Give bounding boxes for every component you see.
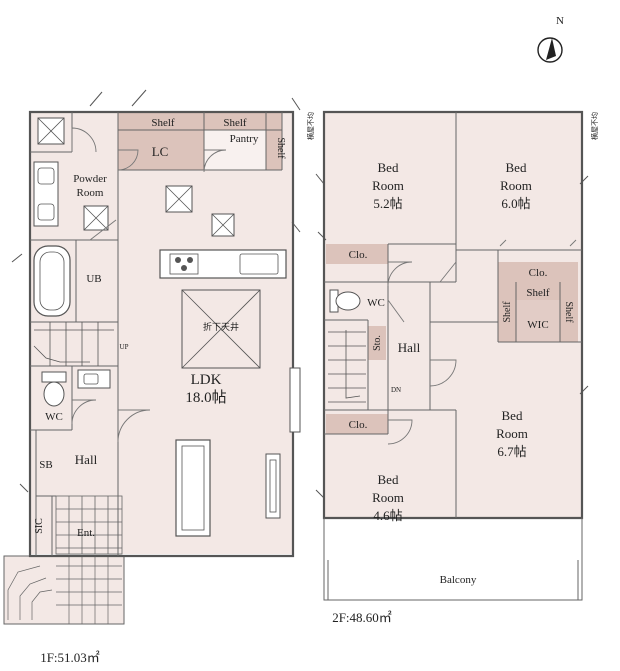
toilet-2f-icon xyxy=(329,289,361,313)
ldk-size-label: 18.0帖 xyxy=(185,389,226,406)
sofa-icon xyxy=(175,439,211,537)
ent-label: Ent. xyxy=(77,527,95,539)
wc2-label: WC xyxy=(367,297,385,309)
bed4-size-label: 4.6帖 xyxy=(373,508,402,523)
hall1-label: Hall xyxy=(75,452,98,467)
lowered-ceiling xyxy=(181,289,261,369)
bed1-room-label: Room xyxy=(372,178,404,193)
floor2-plan: 横屋不均 横屋不均 Bed Room 5.2帖 Bed Room 6.0帖 Be… xyxy=(304,104,600,625)
shelf-right-2f-label: Shelf xyxy=(563,301,574,323)
bed4-label: Bed xyxy=(378,472,399,487)
balcony-label: Balcony xyxy=(440,574,477,586)
skylight-a-label: 横屋不均 xyxy=(306,112,315,140)
porch-stairs xyxy=(3,555,125,625)
wic-fill xyxy=(516,300,560,342)
bed1-size-label: 5.2帖 xyxy=(373,196,402,211)
exterior-marks-1f xyxy=(11,89,301,493)
north-arrow-icon xyxy=(546,38,556,60)
up-label: UP xyxy=(120,343,129,351)
shelf-top-2f-label: Shelf xyxy=(526,287,550,299)
shelf-left-2f-label: Shelf xyxy=(502,301,513,323)
sto-label: Sto. xyxy=(372,335,383,351)
hand-sink-icon xyxy=(77,369,111,389)
hall2-label: Hall xyxy=(398,340,421,355)
clo-a-fill xyxy=(326,244,388,264)
shelf-left-2f-fill xyxy=(498,282,516,342)
floor1-outer-wall xyxy=(28,110,295,558)
bed3-size-label: 6.7帖 xyxy=(497,444,526,459)
bed4-room-label: Room xyxy=(372,490,404,505)
pantry-label: Pantry xyxy=(230,133,259,145)
floor1-floor xyxy=(30,112,293,554)
ceiling-vent-icons xyxy=(165,185,235,237)
tv-board-icon xyxy=(265,453,281,519)
ceiling-note-label: 折下天井 xyxy=(203,321,239,332)
powder-room-label-1: Powder xyxy=(73,173,107,185)
compass-n-label: N xyxy=(556,15,564,27)
bed3-label: Bed xyxy=(502,408,523,423)
ub-label: UB xyxy=(86,273,101,285)
compass: N xyxy=(537,15,564,63)
floor2-doors xyxy=(387,239,577,445)
shelf-vertical-label: Shelf xyxy=(275,137,286,159)
shelf-left-fill xyxy=(118,112,208,130)
wic-label: WIC xyxy=(527,319,548,331)
dn-label: DN xyxy=(391,386,401,394)
powder-room-label-2: Room xyxy=(77,187,104,199)
skylight-notes: 横屋不均 横屋不均 xyxy=(304,104,600,154)
clo-c-fill xyxy=(326,414,388,434)
shelf-left-label: Shelf xyxy=(151,117,175,129)
shelf-right-fill xyxy=(204,112,266,130)
bed3-room-label: Room xyxy=(496,426,528,441)
compass-circle-icon xyxy=(537,37,563,63)
balcony-floor xyxy=(324,518,582,600)
sic-label: SIC xyxy=(34,518,45,534)
floor1-inner-walls xyxy=(30,112,283,556)
floor1-doors xyxy=(71,127,227,443)
clo-c-label: Clo. xyxy=(349,419,368,431)
shelf-top-2f-fill xyxy=(516,282,560,300)
entrance-tile xyxy=(55,495,123,555)
bathtub-icon xyxy=(33,245,71,317)
clo-b-fill xyxy=(498,262,578,282)
sb-label: SB xyxy=(39,459,52,471)
floor1-area-label: 1F:51.03㎡ xyxy=(40,650,100,665)
clo-a-label: Clo. xyxy=(349,249,368,261)
toilet-icon xyxy=(41,371,67,407)
shelf-vertical-fill xyxy=(266,112,282,170)
sto-fill xyxy=(368,326,386,360)
kitchen-counter xyxy=(159,249,287,279)
shelf-right-label: Shelf xyxy=(223,117,247,129)
floor2-inner-walls xyxy=(324,112,582,518)
floor2-area-label: 2F:48.60㎡ xyxy=(332,610,392,625)
shelf-right-2f-fill xyxy=(560,282,578,342)
clo-b-label: Clo. xyxy=(529,267,548,279)
bed2-size-label: 6.0帖 xyxy=(501,196,530,211)
floor2-stairs xyxy=(328,330,366,403)
powder-room-fixtures xyxy=(33,117,109,231)
bed2-room-label: Room xyxy=(500,178,532,193)
balcony-wall xyxy=(323,518,583,601)
lc-label: LC xyxy=(152,144,169,159)
bed2-label: Bed xyxy=(506,160,527,175)
skylight-b-label: 横屋不均 xyxy=(590,112,599,140)
ldk-label: LDK xyxy=(191,372,222,388)
floor1-plan: Shelf Shelf Pantry Shelf LC Powder Room … xyxy=(3,89,301,665)
exterior-marks-2f xyxy=(315,173,589,499)
floor1-stairs xyxy=(33,322,114,366)
ldk-window xyxy=(289,367,301,433)
wc1-label: WC xyxy=(45,411,63,423)
bed1-label: Bed xyxy=(378,160,399,175)
